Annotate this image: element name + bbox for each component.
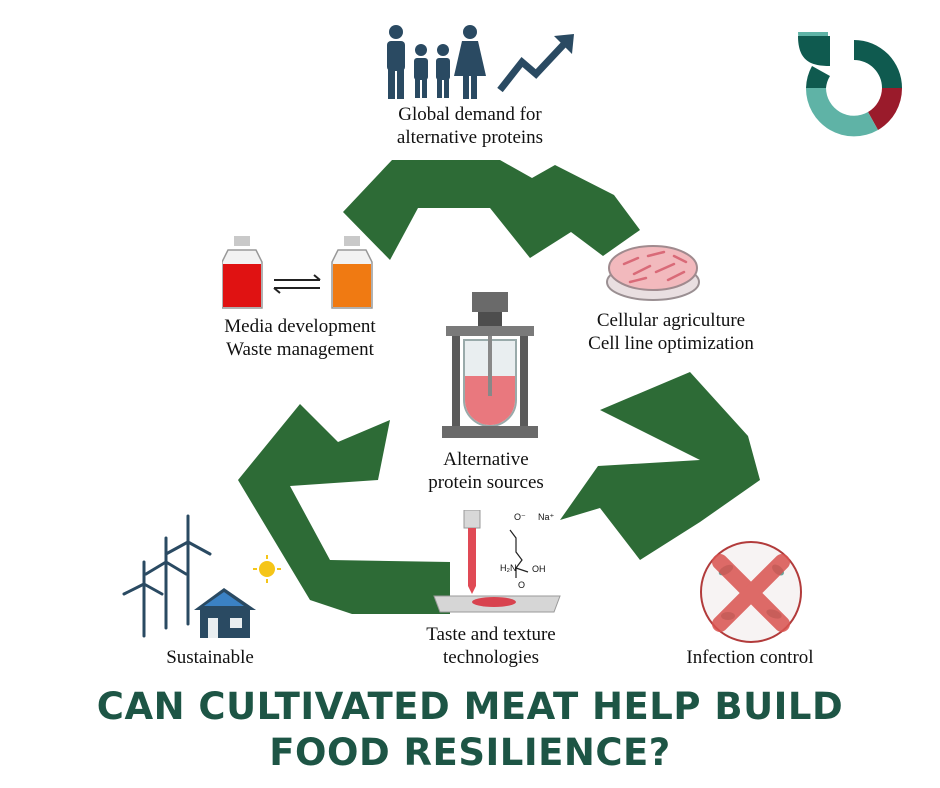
petri-dish-icon [606, 245, 700, 301]
molecule-acid-oh: OH [532, 564, 546, 574]
label-infection-control: Infection control [686, 647, 814, 668]
label-global-demand: Global demand for alternative proteins [396, 104, 544, 148]
label-sustainable: Sustainable [166, 647, 254, 668]
molecule-acid-o: O [518, 580, 526, 590]
media-bottles-icon [222, 236, 373, 309]
wind-turbines-icon [122, 514, 212, 638]
growth-arrow-icon [497, 34, 574, 93]
arrow-left [238, 404, 450, 614]
molecule-carboxylate: O⁻ [514, 512, 526, 522]
label-cellular-agriculture: Cellular agriculture Cell line optimizat… [588, 310, 754, 354]
molecule-amine: H₂N [500, 563, 517, 573]
label-taste-texture: Taste and texture technologies [426, 624, 556, 668]
label-media-development: Media development Waste management [224, 316, 376, 360]
sun-icon [253, 555, 281, 583]
no-bacteria-icon [700, 541, 802, 643]
family-icon [387, 25, 486, 99]
molecule-sodium: Na⁺ [538, 512, 555, 522]
arrow-top [343, 160, 640, 260]
arrow-right [560, 372, 760, 560]
headline-line-1: CAN CULTIVATED MEAT HELP BUILD [96, 685, 844, 728]
solar-house-icon [194, 588, 256, 638]
bioreactor-icon [442, 292, 538, 438]
3d-printer-icon [433, 510, 561, 613]
headline-line-2: FOOD RESILIENCE? [269, 731, 671, 774]
logo-icon [798, 32, 903, 137]
label-alternative-sources: Alternative protein sources [428, 449, 544, 493]
